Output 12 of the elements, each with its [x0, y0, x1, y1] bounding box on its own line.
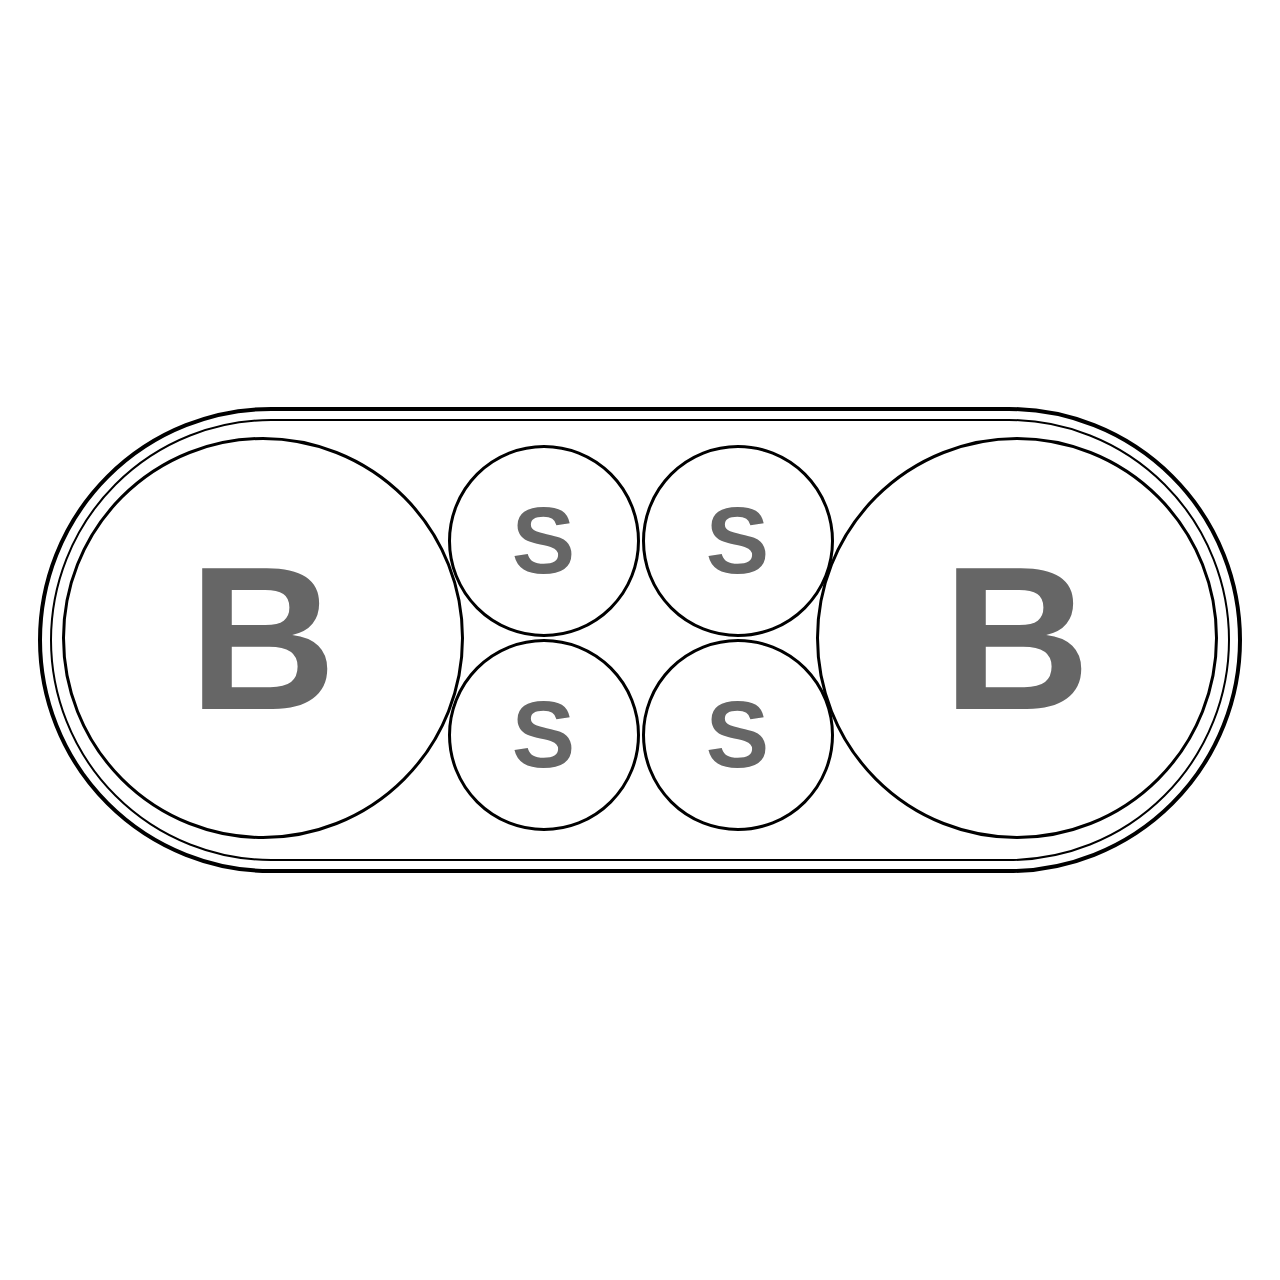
core-label: S — [705, 687, 770, 782]
cable-core-circle — [61, 436, 464, 839]
cable-core-circle — [815, 436, 1218, 839]
cable-core-circle — [641, 444, 834, 637]
cable-core-circle — [641, 638, 834, 831]
cable-core-circle — [447, 638, 640, 831]
core-label: B — [188, 535, 337, 740]
core-label: S — [705, 493, 770, 588]
core-label: S — [511, 687, 576, 782]
core-label: B — [942, 535, 1091, 740]
cable-core-circle — [447, 444, 640, 637]
core-label: S — [511, 493, 576, 588]
